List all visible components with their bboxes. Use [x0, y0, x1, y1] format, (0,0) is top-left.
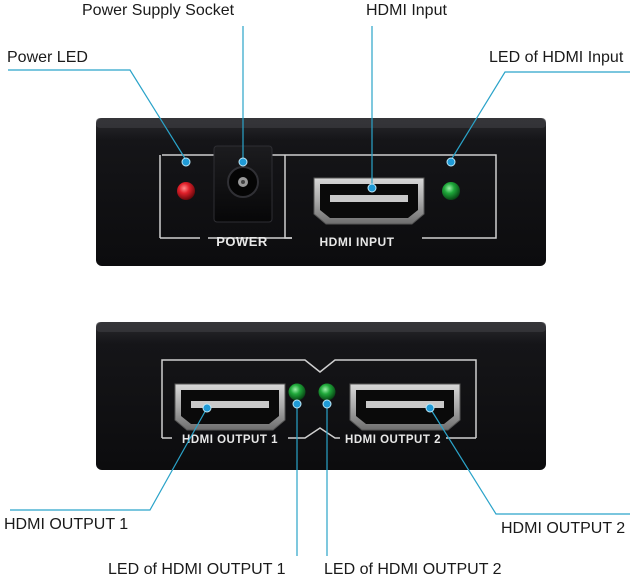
panel-label-hdmi-output-1: HDMI OUTPUT 1	[182, 434, 278, 446]
callout-hdmi-output-2: HDMI OUTPUT 2	[501, 520, 626, 537]
hdmi-input-port	[313, 177, 425, 225]
panel-label-hdmi-output-2: HDMI OUTPUT 2	[345, 434, 441, 446]
hdmi-output-2-led	[318, 383, 336, 401]
panel-label-power: POWER	[216, 234, 268, 249]
callout-dots	[181, 157, 456, 413]
callout-line-hdmi-output-2	[429, 407, 630, 515]
hdmi-output-1-port	[174, 383, 286, 431]
callout-led-of-hdmi-input: LED of HDMI Input	[489, 49, 624, 66]
panel-label-hdmi-input: HDMI INPUT	[320, 235, 395, 249]
output-panel: HDMI OUTPUT 1 HDMI OUTPUT 2	[96, 322, 546, 470]
input-panel: POWER HDMI INPUT	[96, 118, 546, 266]
output-panel-frame	[161, 359, 477, 438]
callout-power-led: Power LED	[7, 49, 88, 66]
callout-line-hdmi-output-1	[10, 407, 208, 511]
power-socket	[213, 145, 273, 223]
callout-hdmi-input: HDMI Input	[366, 2, 447, 19]
callout-lines	[8, 26, 630, 556]
callout-power-supply-socket: Power Supply Socket	[82, 2, 235, 19]
callout-line-hdmi-input-led	[450, 71, 630, 161]
power-led	[177, 182, 195, 200]
hdmi-input-led	[442, 182, 460, 200]
callout-led-of-hdmi-output-1: LED of HDMI OUTPUT 1	[108, 561, 286, 578]
hdmi-output-1-led	[288, 383, 306, 401]
callout-led-of-hdmi-output-2: LED of HDMI OUTPUT 2	[324, 561, 502, 578]
callout-line-power-led	[8, 69, 187, 161]
hdmi-output-2-port	[349, 383, 461, 431]
callout-hdmi-output-1: HDMI OUTPUT 1	[4, 516, 129, 533]
